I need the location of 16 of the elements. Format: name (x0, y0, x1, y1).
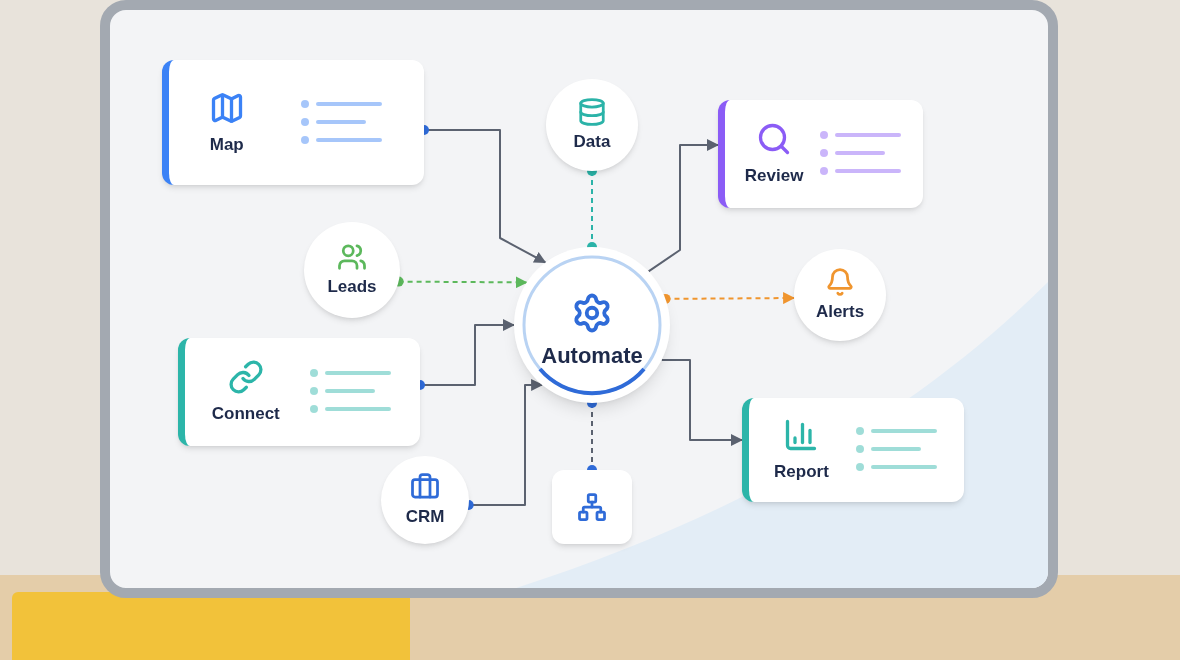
process-card (162, 60, 424, 185)
node-label: Data (573, 131, 611, 153)
process-card (718, 100, 923, 208)
node-label: Alerts (815, 301, 865, 323)
process-card (742, 398, 964, 502)
node-label: CRM (405, 506, 445, 528)
node-label: Automate (541, 342, 643, 370)
node-label: Leads (327, 276, 377, 298)
arrow (647, 139, 719, 273)
node-label: Connect (211, 403, 280, 425)
node-label: Map (209, 133, 244, 156)
process-card (178, 338, 420, 446)
arrow (660, 358, 743, 446)
node-label: Report (774, 461, 829, 483)
node-label: Review (744, 165, 804, 187)
icon-box (552, 470, 632, 544)
